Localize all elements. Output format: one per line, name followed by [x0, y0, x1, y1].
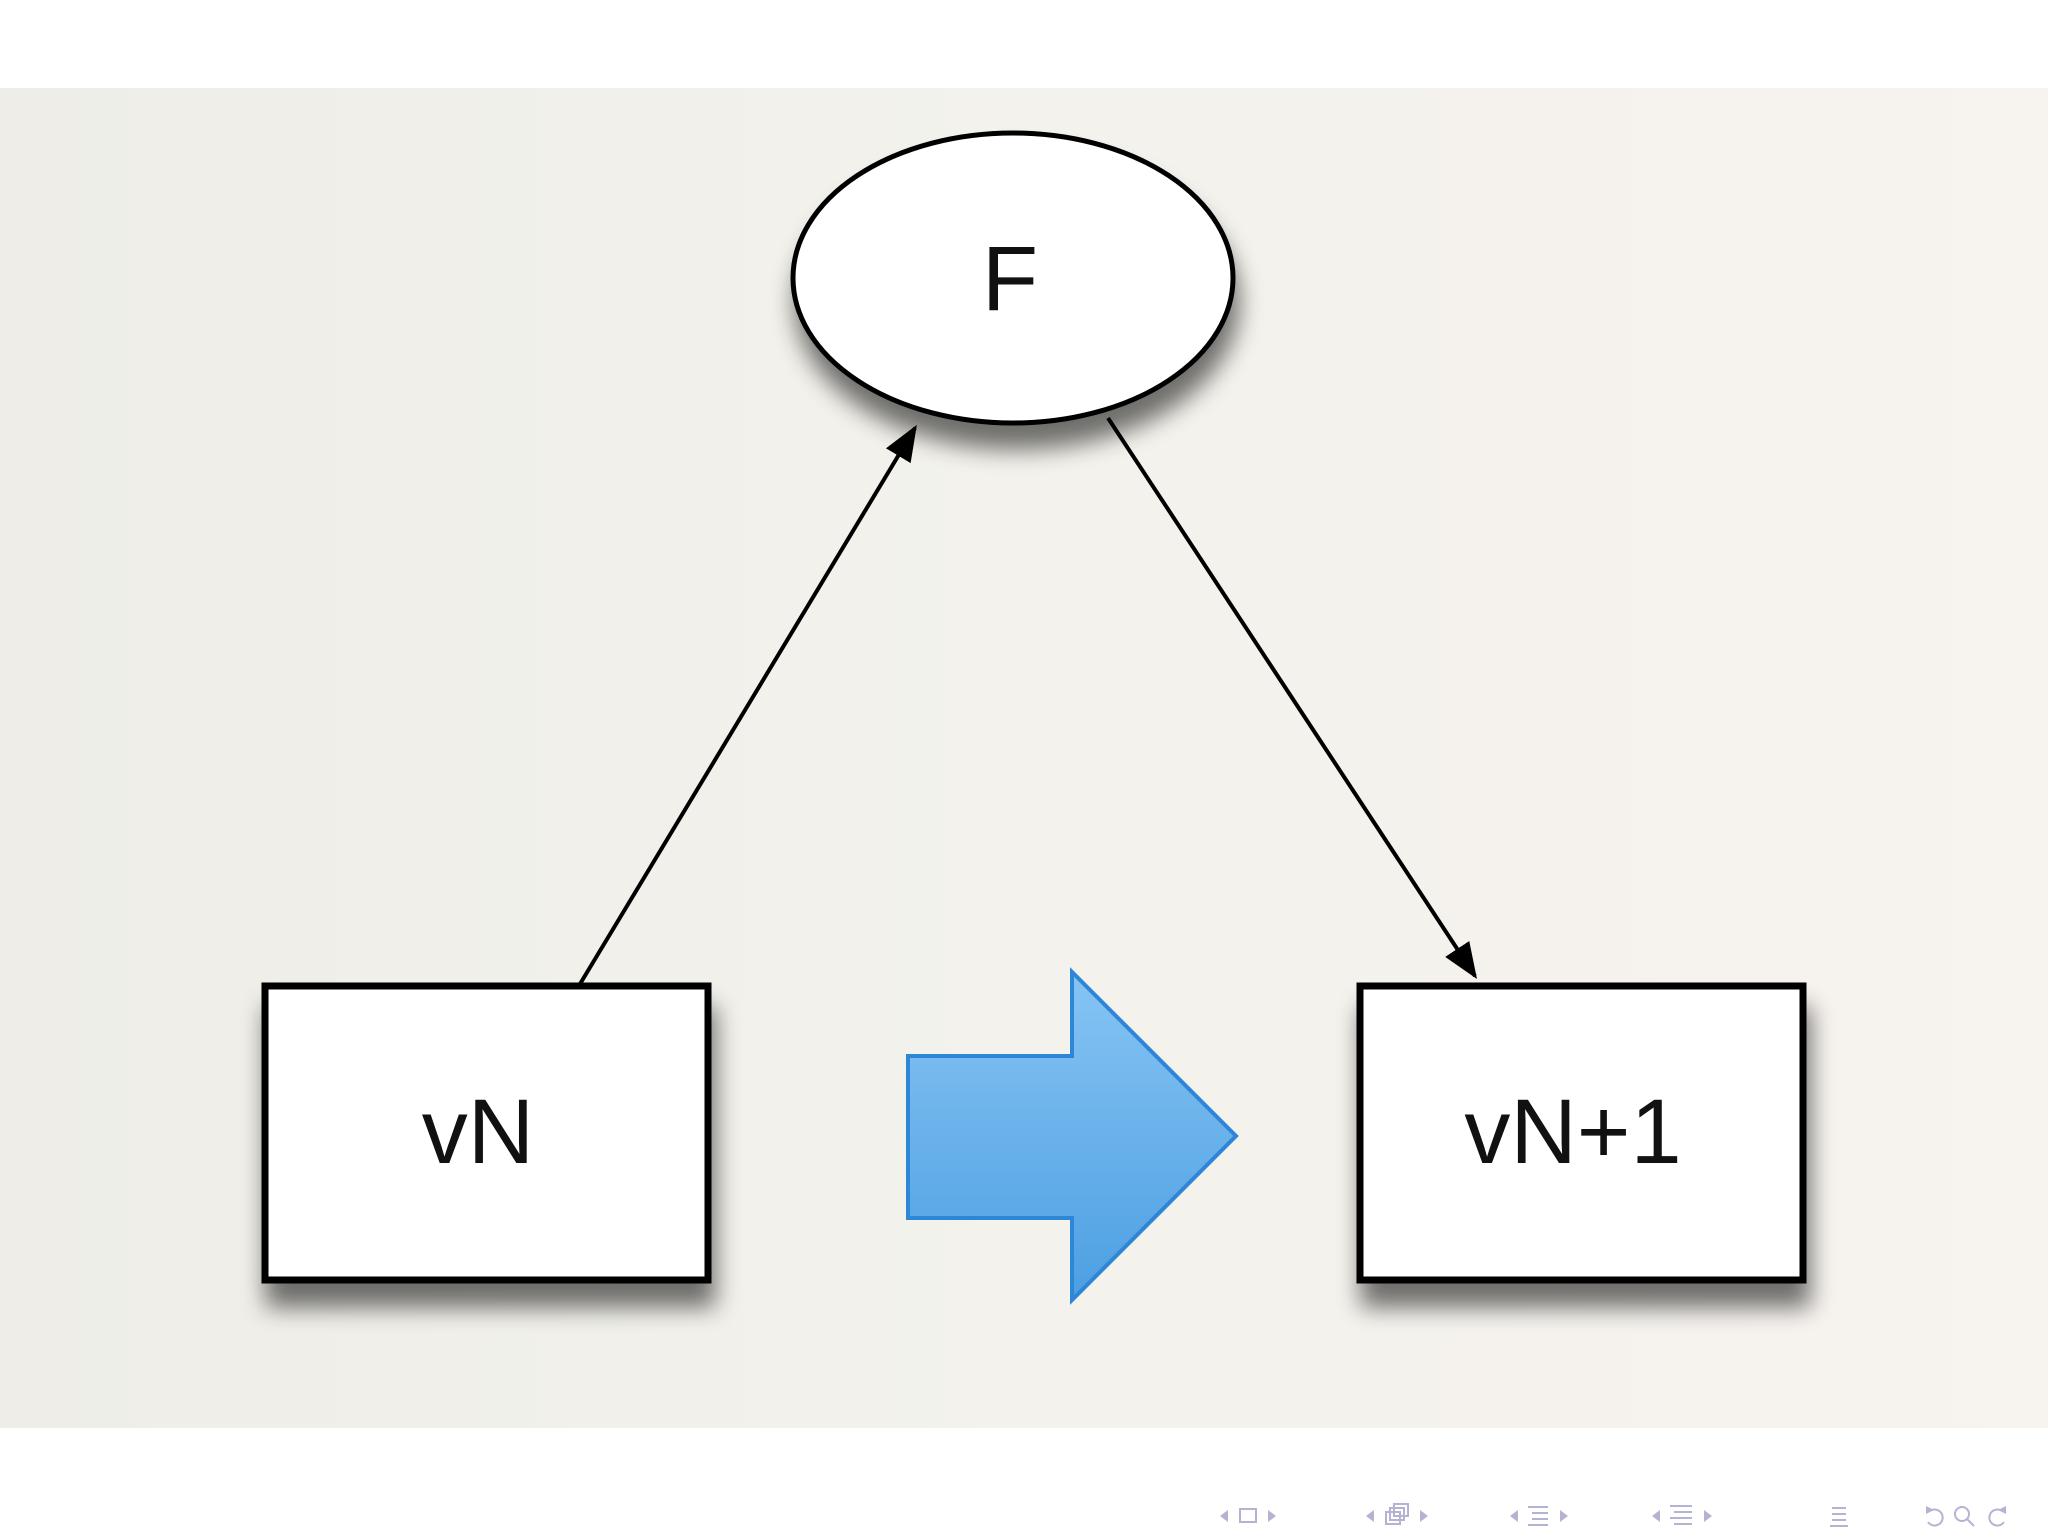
diagram-image: F vN vN+1	[0, 88, 2048, 1428]
node-vn1	[1356, 982, 1807, 1284]
nav-right-arrow-icon[interactable]	[1560, 1510, 1568, 1522]
node-vn	[261, 982, 712, 1284]
nav-left-arrow-icon[interactable]	[1220, 1510, 1228, 1522]
edge-vn-to-f	[578, 424, 917, 986]
node-vn1-label: vN+1	[1464, 1081, 1681, 1183]
nav-left-arrow-icon[interactable]	[1366, 1510, 1374, 1522]
frame-icon[interactable]	[1239, 1508, 1257, 1523]
node-f	[790, 130, 1236, 426]
diagram: F vN vN+1	[261, 130, 1807, 1305]
appendix-icon[interactable]	[1830, 1507, 1848, 1527]
nav-right-arrow-icon[interactable]	[1268, 1510, 1276, 1522]
forward-icon[interactable]	[1988, 1506, 2006, 1527]
section-icon[interactable]	[1528, 1506, 1548, 1526]
back-icon[interactable]	[1926, 1506, 1944, 1527]
nav-left-arrow-icon[interactable]	[1652, 1510, 1660, 1522]
outline-icon[interactable]	[1670, 1505, 1692, 1525]
search-icon[interactable]	[1954, 1506, 1975, 1527]
nav-right-arrow-icon[interactable]	[1420, 1510, 1428, 1522]
navigation-bar	[1220, 1503, 2006, 1527]
transition-arrow	[906, 967, 1239, 1305]
nav-right-arrow-icon[interactable]	[1704, 1510, 1712, 1522]
node-vn-label: vN	[422, 1081, 534, 1183]
edge-f-to-vn1	[1106, 416, 1477, 980]
nav-left-arrow-icon[interactable]	[1510, 1510, 1518, 1522]
node-f-label: F	[982, 228, 1038, 330]
subsection-icon[interactable]	[1385, 1503, 1409, 1525]
